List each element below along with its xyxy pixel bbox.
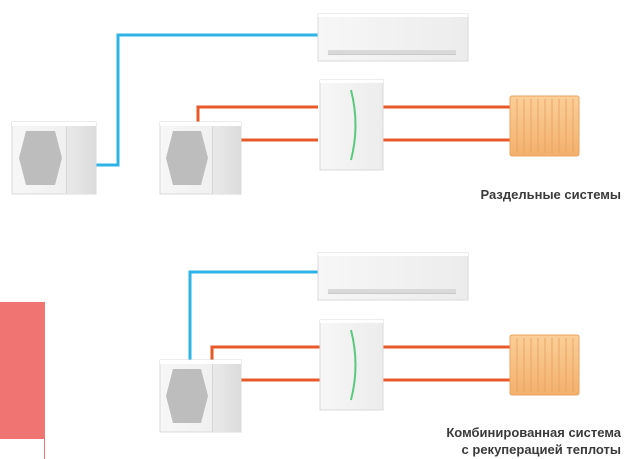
status-led-icon (350, 89, 357, 161)
refrigerant-pipe (188, 270, 318, 360)
hydro-module-icon (319, 79, 384, 171)
wall-split-unit-icon (317, 252, 469, 301)
hydro-module-icon (319, 319, 384, 411)
outdoor-unit-icon (11, 121, 97, 195)
caption-combined-system-line1: Комбинированная система (446, 425, 621, 440)
fan-grille-icon (19, 131, 62, 185)
caption-separate-systems-text: Раздельные системы (480, 187, 621, 202)
caption-combined-system: Комбинированная система с рекуперацией т… (446, 424, 621, 458)
caption-separate-systems: Раздельные системы (481, 186, 621, 203)
status-led-icon (350, 329, 357, 401)
outdoor-unit-icon (159, 121, 242, 195)
water-pipes (196, 105, 510, 142)
radiator-icon (509, 334, 580, 396)
fan-grille-icon (166, 369, 208, 423)
wall-split-unit-icon (317, 13, 469, 62)
water-pipe-supply-left (210, 345, 320, 360)
water-pipes (210, 345, 510, 382)
outdoor-unit-icon (159, 359, 242, 433)
system-separate (11, 13, 580, 195)
water-pipe-supply-left (196, 105, 318, 122)
accent-bar (0, 302, 45, 439)
caption-combined-system-line2: с рекуперацией теплоты (461, 442, 621, 457)
refrigerant-pipe (96, 33, 318, 167)
system-combined (159, 252, 580, 433)
fan-grille-icon (166, 131, 208, 185)
radiator-icon (509, 95, 580, 157)
